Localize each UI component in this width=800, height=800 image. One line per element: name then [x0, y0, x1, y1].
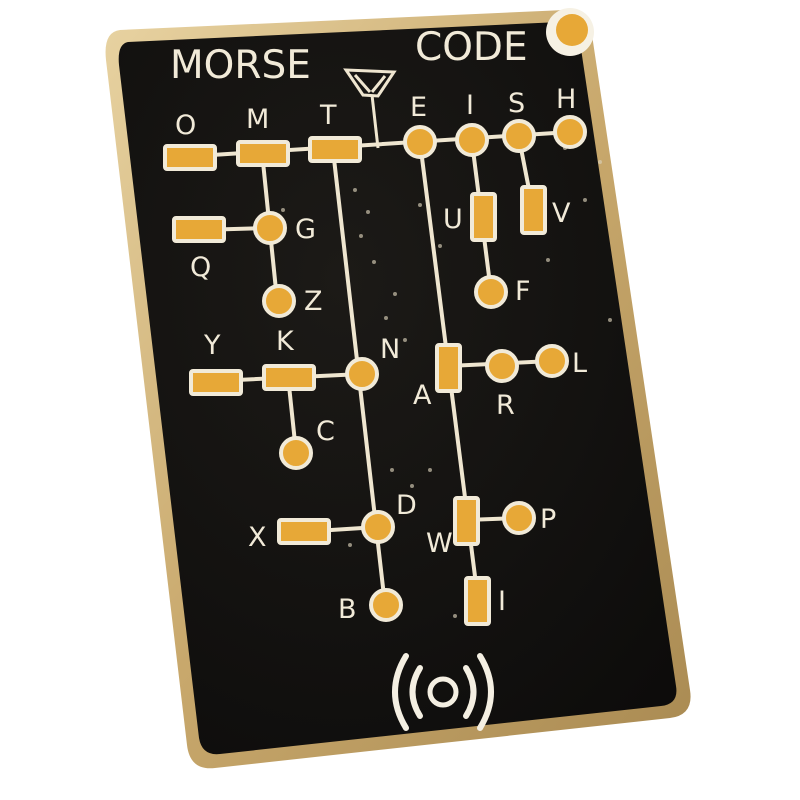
- pad-i: [455, 123, 489, 157]
- label-l: L: [572, 348, 587, 379]
- board-speckles: [281, 146, 612, 618]
- label-i: I: [466, 90, 474, 121]
- pad-o: [163, 144, 217, 171]
- pad-g: [253, 211, 287, 245]
- pad-x: [277, 518, 331, 545]
- pad-a: [435, 343, 462, 393]
- pad-s: [502, 119, 536, 153]
- pad-y: [189, 369, 243, 396]
- label-x: X: [248, 522, 267, 553]
- label-o: O: [175, 110, 196, 141]
- label-t: T: [319, 100, 337, 131]
- pad-q: [172, 216, 226, 243]
- label-k: K: [276, 326, 295, 357]
- pad-k: [262, 364, 316, 391]
- pad-c: [279, 436, 313, 470]
- label-s: S: [508, 88, 525, 119]
- pad-u: [470, 192, 497, 242]
- label-d: D: [396, 490, 417, 521]
- pad-z: [262, 284, 296, 318]
- label-e: E: [410, 92, 427, 123]
- pad-f: [474, 275, 508, 309]
- label-w: W: [426, 528, 453, 559]
- pad-v: [520, 185, 547, 235]
- pad-e: [403, 125, 437, 159]
- label-f: F: [515, 276, 531, 307]
- label-u: U: [443, 204, 463, 235]
- signal-waves-icon: [392, 653, 494, 731]
- pad-p: [502, 501, 536, 535]
- label-v: V: [552, 198, 571, 229]
- hang-hole-icon: [546, 8, 594, 56]
- title-morse: MORSE: [170, 43, 311, 88]
- pad-b: [369, 588, 403, 622]
- label-g: G: [295, 214, 316, 245]
- label-m: M: [246, 104, 269, 135]
- label-z: Z: [304, 286, 323, 317]
- label-y: Y: [203, 330, 221, 361]
- morse-pads: [163, 115, 587, 626]
- pad-w: [453, 496, 480, 546]
- label-q: Q: [190, 252, 211, 283]
- label-a: A: [413, 380, 432, 411]
- label-h: H: [556, 84, 576, 115]
- pad-l: [535, 344, 569, 378]
- label-j: I: [498, 586, 506, 617]
- label-p: P: [540, 504, 556, 535]
- label-r: R: [496, 390, 515, 421]
- pad-j: [464, 576, 491, 626]
- pad-m: [236, 140, 290, 167]
- pad-h: [553, 115, 587, 149]
- pad-d: [361, 510, 395, 544]
- pad-t: [308, 136, 362, 163]
- pad-n: [345, 357, 379, 391]
- label-b: B: [338, 594, 357, 625]
- label-n: N: [380, 334, 400, 365]
- pad-r: [485, 349, 519, 383]
- antenna-icon: [343, 68, 397, 149]
- letter-labels: O M T E I S H G Q Z U V F Y K N C A R L …: [175, 84, 587, 625]
- label-c: C: [316, 416, 335, 447]
- title-code: CODE: [415, 25, 528, 70]
